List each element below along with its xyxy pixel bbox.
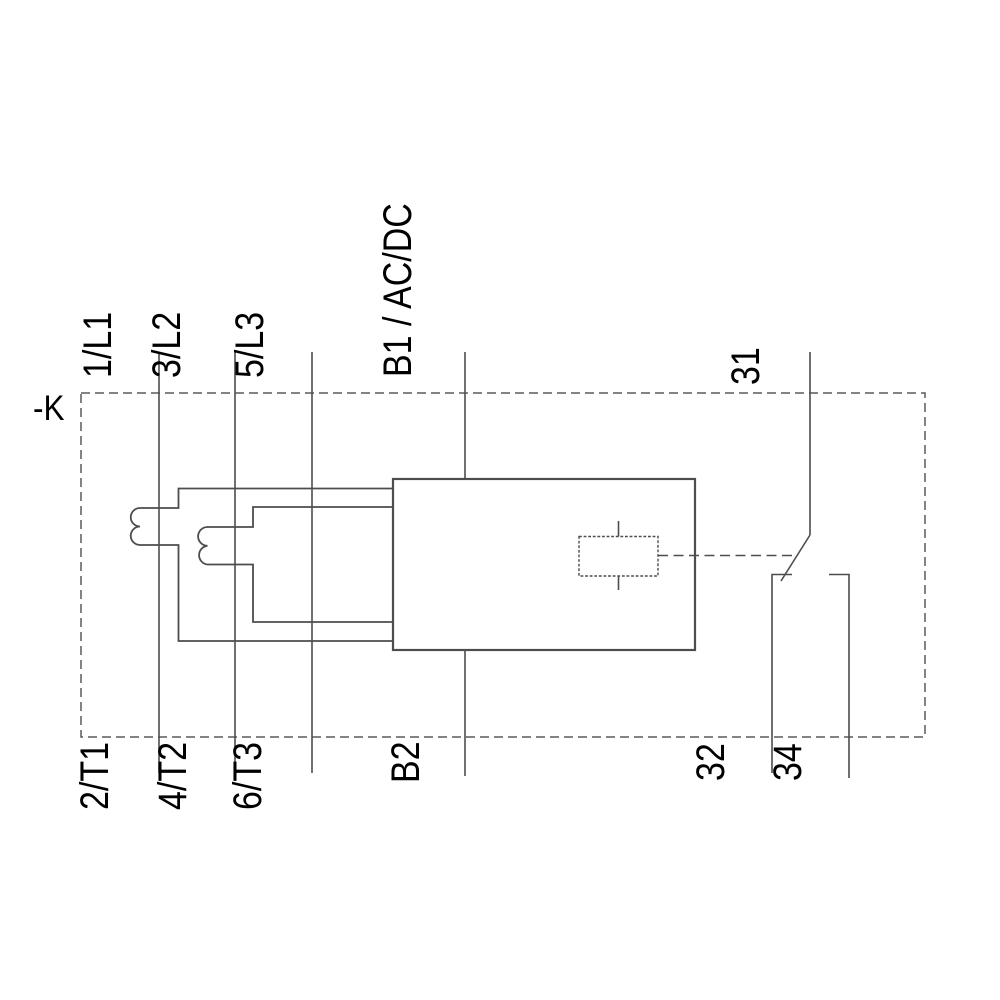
overload-pole1-outline <box>129 487 393 642</box>
terminal-label-b2: B2 <box>384 741 428 783</box>
terminal-label-6t3: 6/T3 <box>226 741 270 810</box>
aux-contact-blade <box>780 534 811 582</box>
terminal-label-1l1: 1/L1 <box>76 311 120 378</box>
circuit-lines <box>80 352 926 778</box>
device-tag-label: -K <box>33 389 65 428</box>
terminal-label-4t2: 4/T2 <box>151 741 195 810</box>
relay-body <box>391 477 697 652</box>
device-boundary-dashed-box <box>80 392 926 738</box>
terminal-label-2t1: 2/T1 <box>73 741 117 810</box>
terminal-label-5l3: 5/L3 <box>228 311 272 378</box>
terminal-label-32: 32 <box>689 743 733 781</box>
terminal-label-31: 31 <box>724 347 768 385</box>
terminal-label-34: 34 <box>766 743 810 781</box>
terminal-label-3l2: 3/L2 <box>145 311 189 378</box>
aux-lead-32-hook <box>771 573 792 773</box>
trip-function-box <box>578 535 659 577</box>
aux-lead-34-hook <box>829 573 850 778</box>
terminal-label-b1: B1 / AC/DC <box>376 203 420 377</box>
overload-pole2-outline <box>197 506 393 623</box>
